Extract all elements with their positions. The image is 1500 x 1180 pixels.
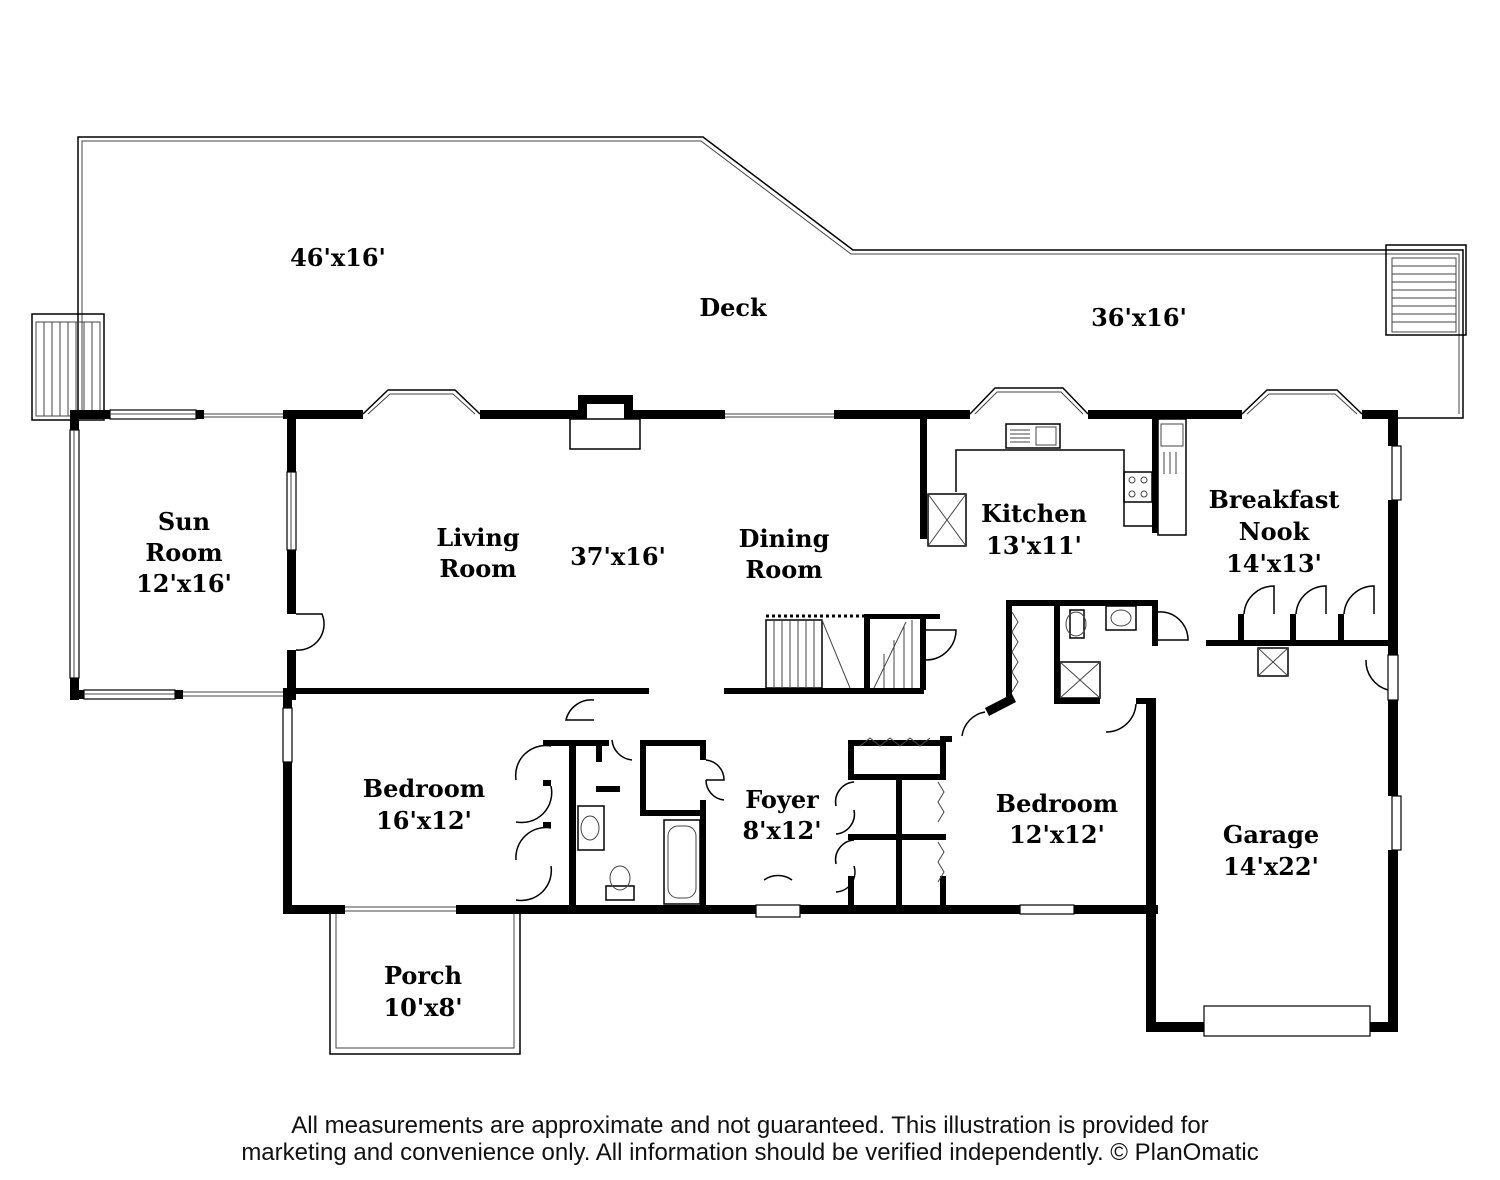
bedroom-left-dim: 16'x12' (376, 806, 472, 835)
bedroom-right-dim: 12'x12' (1009, 820, 1105, 849)
porch-label: Porch (384, 961, 462, 990)
disclaimer-line1: All measurements are approximate and not… (291, 1112, 1209, 1139)
breakfast-nook-label-line1: Breakfast (1209, 485, 1340, 514)
doors (295, 585, 1389, 902)
bath-fixtures (577, 605, 1137, 905)
windows (69, 387, 1402, 1037)
attic-hatch (1257, 647, 1289, 677)
bedroom-right-label: Bedroom (996, 789, 1118, 818)
disclaimer: All measurements are approximate and not… (0, 1112, 1500, 1166)
sun-room-dim: 12'x16' (136, 569, 232, 598)
deck-outline (77, 136, 1464, 419)
deck-dim-right: 36'x16' (1091, 303, 1187, 332)
foyer-label: Foyer (745, 785, 819, 814)
sun-room-label-line2: Room (145, 538, 222, 567)
interior-walls (287, 419, 1394, 912)
fireplace (569, 418, 641, 450)
deck-stairs-left (31, 313, 105, 421)
porch-dim: 10'x8' (383, 993, 462, 1022)
dining-room-label-line2: Room (745, 555, 822, 584)
kitchen-dim: 13'x11' (986, 531, 1082, 560)
deck-label: Deck (699, 293, 768, 322)
porch-outline (329, 914, 521, 1055)
exterior-walls (70, 395, 1398, 1032)
deck-dim-left: 46'x16' (290, 243, 386, 272)
living-room-label-line1: Living (436, 523, 520, 552)
kitchen-fixtures (927, 418, 1187, 547)
breakfast-nook-label-line2: Nook (1239, 517, 1311, 546)
disclaimer-line2: marketing and convenience only. All info… (241, 1139, 1259, 1166)
garage-dim: 14'x22' (1223, 852, 1319, 881)
interior-stairs (765, 614, 913, 689)
bedroom-left-label: Bedroom (363, 774, 485, 803)
garage-label: Garage (1223, 820, 1319, 849)
dining-room-label-line1: Dining (739, 524, 830, 553)
living-room-label-line2: Room (439, 554, 516, 583)
foyer-dim: 8'x12' (742, 816, 821, 845)
living-dining-dim: 37'x16' (570, 542, 666, 571)
deck-stairs-right (1385, 244, 1467, 336)
sun-room-label-line1: Sun (158, 507, 210, 536)
breakfast-nook-dim: 14'x13' (1226, 549, 1322, 578)
kitchen-label: Kitchen (981, 499, 1087, 528)
